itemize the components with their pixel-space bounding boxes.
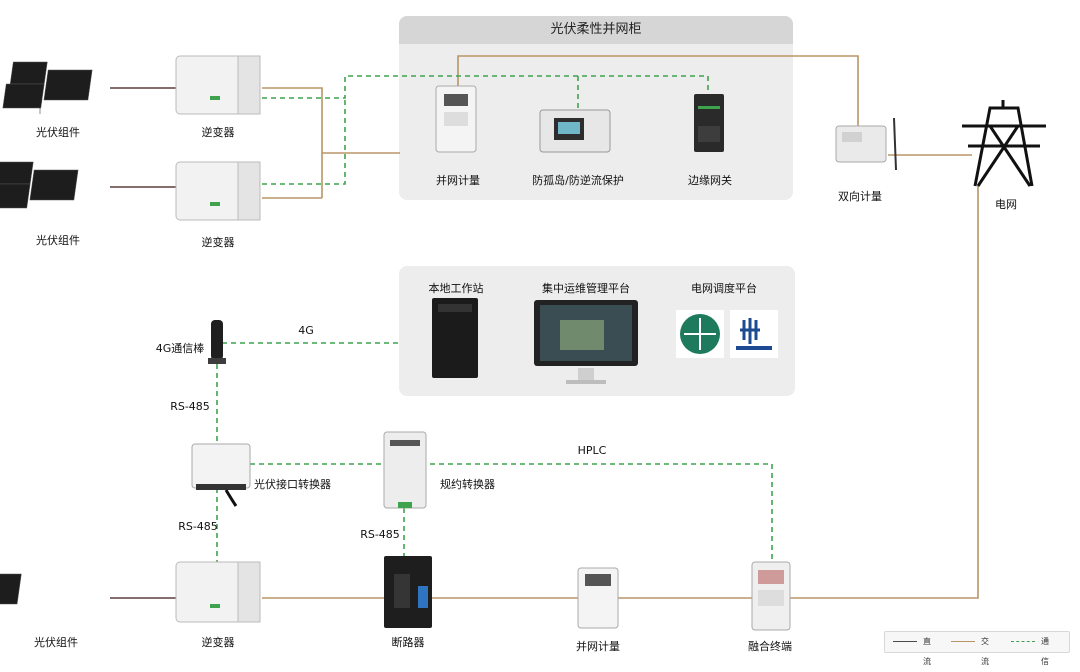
- inverter-label-3: 逆变器: [201, 636, 235, 649]
- edge-gateway-label: 边缘网关: [688, 174, 732, 187]
- rs485-label-b: RS-485: [178, 520, 218, 533]
- grid-meter-label: 并网计量: [436, 174, 480, 187]
- breaker-device: [384, 556, 432, 628]
- legend-label-comm: 通信: [1041, 637, 1049, 666]
- inverter-2: [175, 161, 261, 221]
- 4g-stick-device: [208, 320, 226, 364]
- grid-meter-device: [435, 85, 477, 153]
- solar-panel-group-3: [0, 573, 22, 605]
- 4g-link-label: 4G: [298, 324, 314, 337]
- grid-meter-bottom-label: 并网计量: [576, 640, 620, 653]
- pv-label-2: 光伏组件: [36, 234, 80, 247]
- ac-line-grid-down: [790, 186, 979, 599]
- fusion-terminal-label: 融合终端: [748, 640, 792, 653]
- edge-gateway-device: [694, 94, 724, 152]
- state-grid-logo: [676, 310, 724, 358]
- legend-swatch-dc: [893, 641, 917, 642]
- anti-island-label: 防孤岛/防逆流保护: [532, 174, 624, 187]
- dispatch-platform-title: 电网调度平台: [691, 282, 757, 295]
- solar-panel-group-2: [0, 161, 79, 209]
- protocol-converter-device: [383, 431, 427, 509]
- pv-interface-converter-device: [191, 443, 251, 507]
- bidirectional-meter-device: [835, 117, 897, 171]
- legend: 直流 交流 通信: [884, 631, 1070, 666]
- power-pylon-icon: [962, 100, 1046, 187]
- legend-label-ac: 交流: [981, 637, 989, 666]
- anti-island-device: [539, 109, 611, 153]
- 4g-stick-label: 4G通信棒: [155, 342, 205, 355]
- inverter-3: [175, 561, 261, 623]
- inverter-label-2: 逆变器: [201, 236, 235, 249]
- workstation-device: [432, 298, 478, 378]
- inverter-1: [175, 55, 261, 115]
- solar-panel-group-1: [2, 61, 93, 114]
- ops-platform-title: 集中运维管理平台: [542, 282, 630, 295]
- legend-swatch-comm: [1011, 641, 1035, 642]
- comm-inv1: [262, 75, 709, 99]
- grid-meter-bottom-device: [577, 567, 619, 629]
- ac-line-top: [457, 55, 859, 130]
- pv-label-1: 光伏组件: [36, 126, 80, 139]
- protocol-converter-label: 规约转换器: [440, 478, 495, 491]
- pv-converter-label: 光伏接口转换器: [254, 478, 331, 491]
- workstation-title: 本地工作站: [428, 282, 484, 295]
- ac-line-inv1: [262, 87, 323, 198]
- fusion-terminal-device: [751, 561, 791, 631]
- breaker-label: 断路器: [391, 636, 425, 649]
- inverter-label-1: 逆变器: [201, 126, 235, 139]
- pv-label-3: 光伏组件: [34, 636, 78, 649]
- grid-cabinet-title: 光伏柔性并网柜: [399, 16, 793, 44]
- rs485-label-a: RS-485: [170, 400, 210, 413]
- monitor-device: [534, 300, 638, 384]
- southern-grid-logo: [730, 310, 778, 358]
- comm-inv2: [262, 98, 346, 185]
- hplc-label: HPLC: [577, 444, 607, 457]
- grid-label: 电网: [995, 198, 1017, 211]
- bidirectional-meter-label: 双向计量: [838, 190, 882, 203]
- rs485-label-c: RS-485: [360, 528, 400, 541]
- legend-swatch-ac: [951, 641, 975, 642]
- legend-label-dc: 直流: [923, 637, 931, 666]
